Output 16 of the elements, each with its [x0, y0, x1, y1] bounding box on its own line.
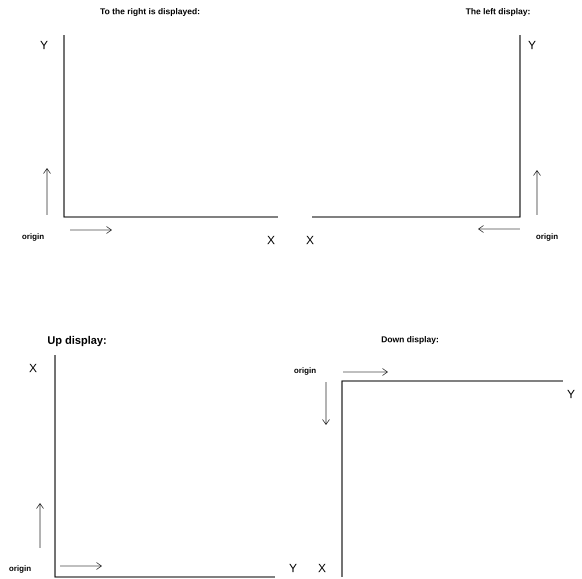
axis-label: Y — [289, 564, 297, 572]
axis-label: X — [29, 364, 37, 372]
origin-label: origin — [9, 565, 31, 573]
axis-label: Y — [567, 390, 575, 398]
origin-label: origin — [294, 367, 316, 375]
axis-label: X — [306, 236, 314, 244]
origin-label: origin — [22, 233, 44, 241]
axis-label: Y — [528, 40, 536, 50]
axis-label: Y — [40, 40, 48, 50]
axis-label: X — [318, 564, 326, 572]
axis-label: X — [267, 236, 275, 244]
panel-title: The left display: — [466, 8, 530, 16]
panel-title: Up display: — [48, 336, 106, 346]
panel-title: To the right is displayed: — [100, 8, 200, 16]
panel-title: Down display: — [382, 336, 438, 344]
origin-label: origin — [536, 233, 558, 241]
